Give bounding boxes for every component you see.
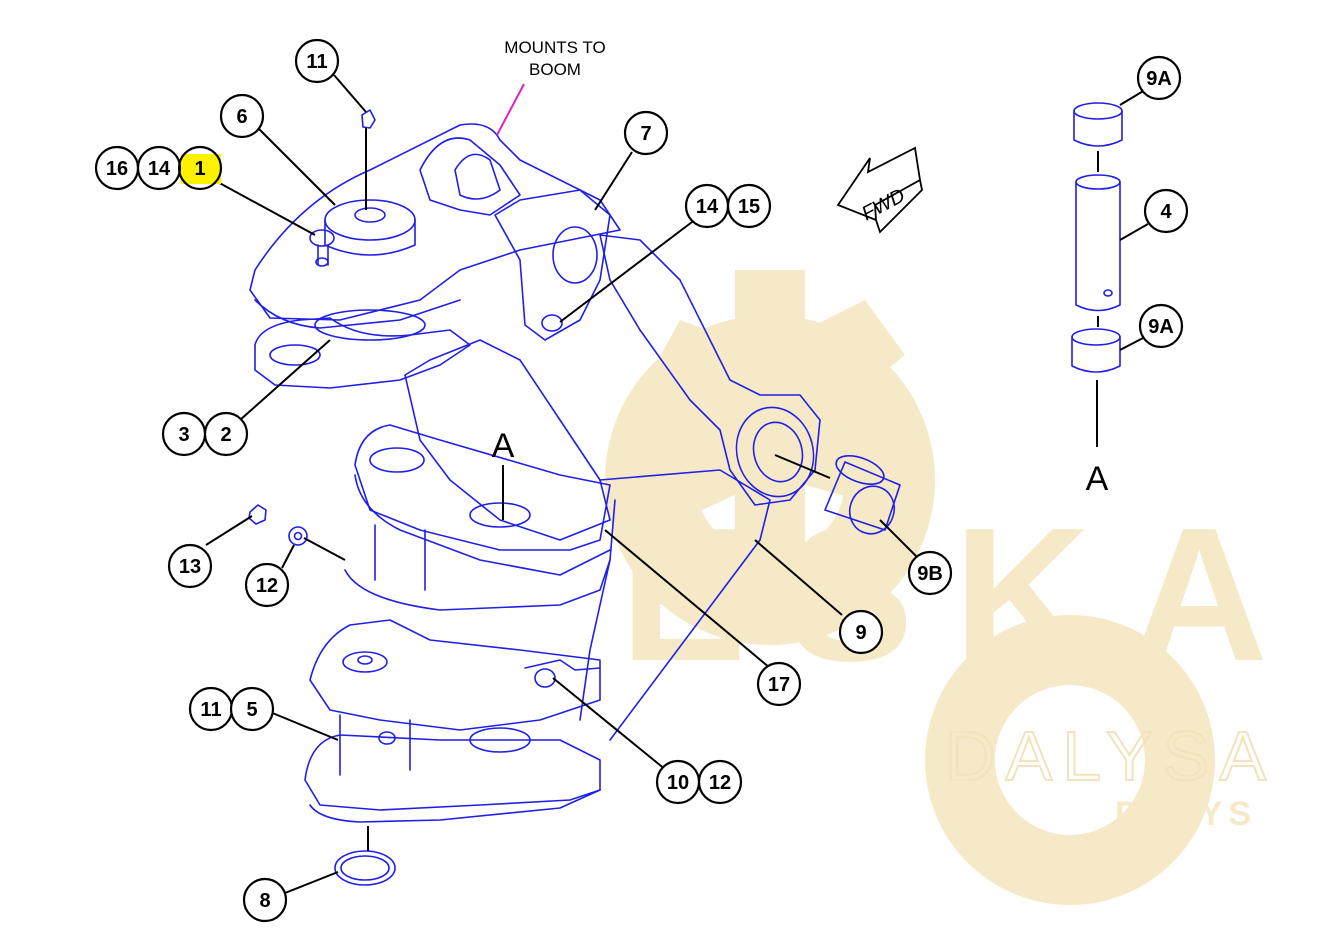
svg-text:11: 11 bbox=[200, 699, 221, 721]
svg-text:13: 13 bbox=[179, 556, 201, 578]
callout-6[interactable]: 6 bbox=[219, 93, 265, 139]
callout-16[interactable]: 16 bbox=[94, 145, 140, 191]
svg-text:2: 2 bbox=[220, 424, 231, 446]
svg-text:7: 7 bbox=[640, 123, 651, 145]
callout-1-highlighted[interactable]: 1 bbox=[177, 145, 223, 191]
section-a-center: A bbox=[492, 427, 515, 465]
callout-7[interactable]: 7 bbox=[623, 110, 669, 156]
pin-group-drawing bbox=[1071, 102, 1123, 373]
svg-text:12: 12 bbox=[256, 575, 278, 597]
svg-text:16: 16 bbox=[106, 158, 128, 180]
svg-text:3: 3 bbox=[178, 424, 189, 446]
callout-11-lower[interactable]: 11 bbox=[188, 686, 234, 732]
callout-12-bolt[interactable]: 12 bbox=[697, 759, 743, 805]
watermark-sub-outline: DALYSA bbox=[945, 717, 1276, 795]
callout-11-top[interactable]: 11 bbox=[294, 38, 340, 84]
svg-text:9B: 9B bbox=[917, 563, 943, 585]
fwd-arrow: FWD bbox=[836, 146, 923, 234]
svg-text:9: 9 bbox=[855, 622, 866, 644]
callout-9a-top[interactable]: 9A bbox=[1136, 55, 1182, 101]
svg-text:12: 12 bbox=[709, 772, 731, 794]
callout-9a-bottom[interactable]: 9A bbox=[1138, 303, 1184, 349]
callout-9[interactable]: 9 bbox=[838, 609, 884, 655]
svg-text:9A: 9A bbox=[1148, 316, 1174, 338]
callout-14-bracket[interactable]: 14 bbox=[684, 183, 730, 229]
svg-text:6: 6 bbox=[236, 106, 247, 128]
svg-text:15: 15 bbox=[738, 196, 760, 218]
svg-text:9A: 9A bbox=[1146, 68, 1172, 90]
callout-2[interactable]: 2 bbox=[203, 411, 249, 457]
mounts-leader bbox=[496, 83, 525, 136]
svg-text:1: 1 bbox=[194, 158, 205, 180]
svg-text:5: 5 bbox=[246, 699, 257, 721]
callout-3[interactable]: 3 bbox=[161, 411, 207, 457]
svg-text:11: 11 bbox=[306, 51, 327, 73]
leader-lines bbox=[205, 74, 1149, 894]
callout-4[interactable]: 4 bbox=[1143, 188, 1189, 234]
callout-17[interactable]: 17 bbox=[756, 661, 802, 707]
callout-9b[interactable]: 9B bbox=[907, 550, 953, 596]
mounts-to-boom-note: MOUNTS TO BOOM bbox=[496, 38, 606, 136]
section-a-right: A bbox=[1086, 460, 1109, 498]
swing-frame-drawing bbox=[248, 102, 1123, 886]
svg-text:10: 10 bbox=[667, 772, 689, 794]
callout-14-top[interactable]: 14 bbox=[136, 145, 182, 191]
callout-10[interactable]: 10 bbox=[655, 759, 701, 805]
svg-text:8: 8 bbox=[259, 890, 270, 912]
svg-text:17: 17 bbox=[768, 674, 790, 696]
svg-text:14: 14 bbox=[696, 196, 719, 218]
callout-12-washer[interactable]: 12 bbox=[244, 562, 290, 608]
watermark-brand: ESKA bbox=[620, 489, 1308, 701]
watermark-sub-small: DALYS bbox=[1115, 795, 1257, 833]
svg-text:4: 4 bbox=[1160, 201, 1172, 223]
callout-13[interactable]: 13 bbox=[167, 543, 213, 589]
mounts-to-label-line2: BOOM bbox=[529, 60, 581, 79]
callout-5[interactable]: 5 bbox=[229, 686, 275, 732]
mounts-to-label-line1: MOUNTS TO bbox=[504, 38, 605, 57]
callout-8[interactable]: 8 bbox=[242, 877, 288, 923]
callout-15[interactable]: 15 bbox=[726, 183, 772, 229]
svg-text:14: 14 bbox=[148, 158, 171, 180]
